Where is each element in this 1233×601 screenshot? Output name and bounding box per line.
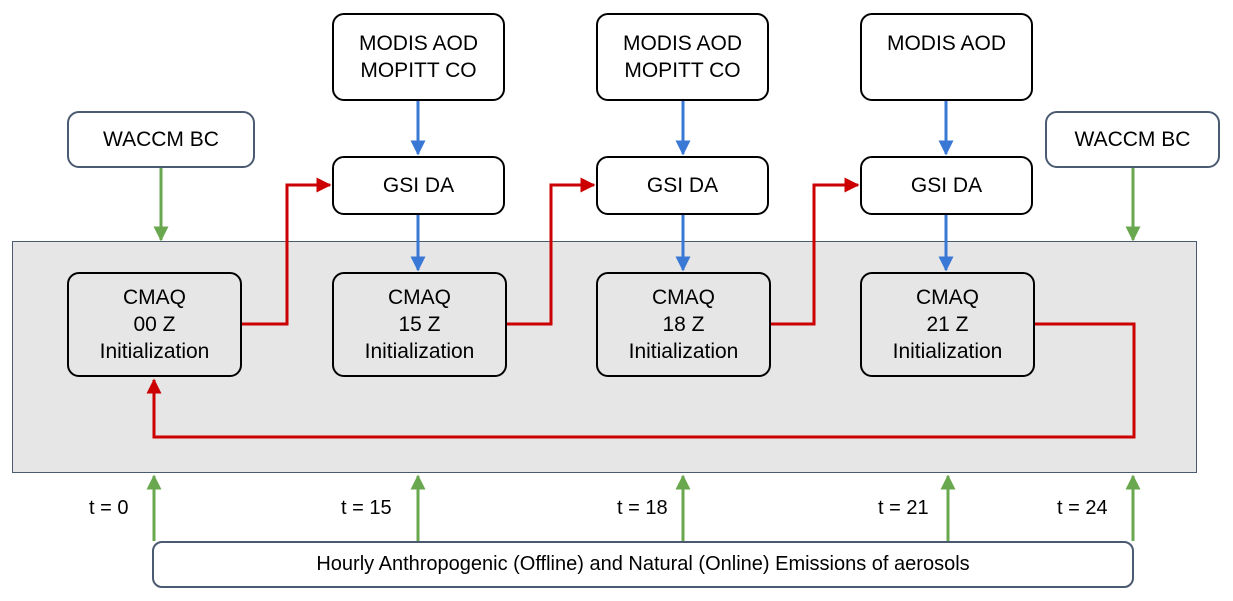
emission-input-arrows: [146, 474, 1141, 541]
cmaq-15z-line-2: 15 Z: [398, 313, 441, 336]
gsi-da-3-label: GSI DA: [910, 174, 983, 197]
cmaq-box-15z: CMAQ 15 Z Initialization: [332, 272, 507, 377]
observation-2-line-2: MOPITT CO: [624, 59, 741, 82]
cmaq-box-00z: CMAQ 00 Z Initialization: [67, 272, 242, 377]
observation-1-line-2: MOPITT CO: [360, 59, 477, 82]
cmaq00-to-gsi1-arrow: [242, 177, 332, 326]
boundary-right-label: WACCM BC: [1074, 128, 1191, 151]
observation-to-gsi-arrows: [410, 101, 954, 156]
gsi-da-box-1: GSI DA: [332, 156, 505, 215]
cmaq-21z-line-2: 21 Z: [926, 313, 969, 336]
time-label-t15: t = 15: [341, 497, 392, 519]
observation-box-1: MODIS AOD MOPITT CO: [332, 13, 505, 101]
observation-2-line-1: MODIS AOD: [622, 32, 743, 55]
time-label-t24: t = 24: [1057, 497, 1108, 519]
boundary-box-left: WACCM BC: [67, 111, 255, 168]
cmaq-18z-line-2: 18 Z: [662, 313, 705, 336]
time-label-t21: t = 21: [878, 497, 929, 519]
cycling-arrows: [146, 177, 1136, 439]
cmaq-00z-line-2: 00 Z: [133, 313, 176, 336]
cmaq-box-21z: CMAQ 21 Z Initialization: [860, 272, 1035, 377]
gsi-da-2-label: GSI DA: [646, 174, 719, 197]
emissions-label: Hourly Anthropogenic (Offline) and Natur…: [316, 553, 970, 575]
cmaq15-to-gsi2-arrow: [507, 177, 596, 326]
observation-box-2: MODIS AOD MOPITT CO: [596, 13, 769, 101]
cmaq-00z-line-1: CMAQ: [123, 286, 186, 309]
emissions-box: Hourly Anthropogenic (Offline) and Natur…: [152, 541, 1134, 588]
gsi-da-1-label: GSI DA: [382, 174, 455, 197]
cmaq-18z-line-3: Initialization: [628, 340, 739, 363]
cmaq-00z-line-3: Initialization: [99, 340, 210, 363]
cmaq-15z-line-3: Initialization: [364, 340, 475, 363]
observation-box-3: MODIS AOD: [860, 13, 1033, 101]
cmaq-18z-line-1: CMAQ: [652, 286, 715, 309]
observation-1-line-1: MODIS AOD: [358, 32, 479, 55]
cmaq18-to-gsi3-arrow: [771, 177, 860, 326]
time-label-t0: t = 0: [89, 497, 129, 519]
cmaq21-return-loop-arrow: [146, 322, 1136, 439]
boundary-left-label: WACCM BC: [103, 128, 219, 151]
cmaq-21z-line-3: Initialization: [892, 340, 1003, 363]
boundary-input-arrows: [153, 168, 1141, 242]
cmaq-box-18z: CMAQ 18 Z Initialization: [596, 272, 771, 377]
cmaq-21z-line-1: CMAQ: [916, 286, 979, 309]
gsi-da-box-2: GSI DA: [596, 156, 769, 215]
gsi-to-cmaq-arrows: [410, 215, 954, 272]
observation-3-line-1: MODIS AOD: [886, 32, 1007, 55]
boundary-box-right: WACCM BC: [1045, 111, 1220, 168]
cmaq-15z-line-1: CMAQ: [388, 286, 451, 309]
gsi-da-box-3: GSI DA: [860, 156, 1033, 215]
time-label-t18: t = 18: [617, 497, 668, 519]
